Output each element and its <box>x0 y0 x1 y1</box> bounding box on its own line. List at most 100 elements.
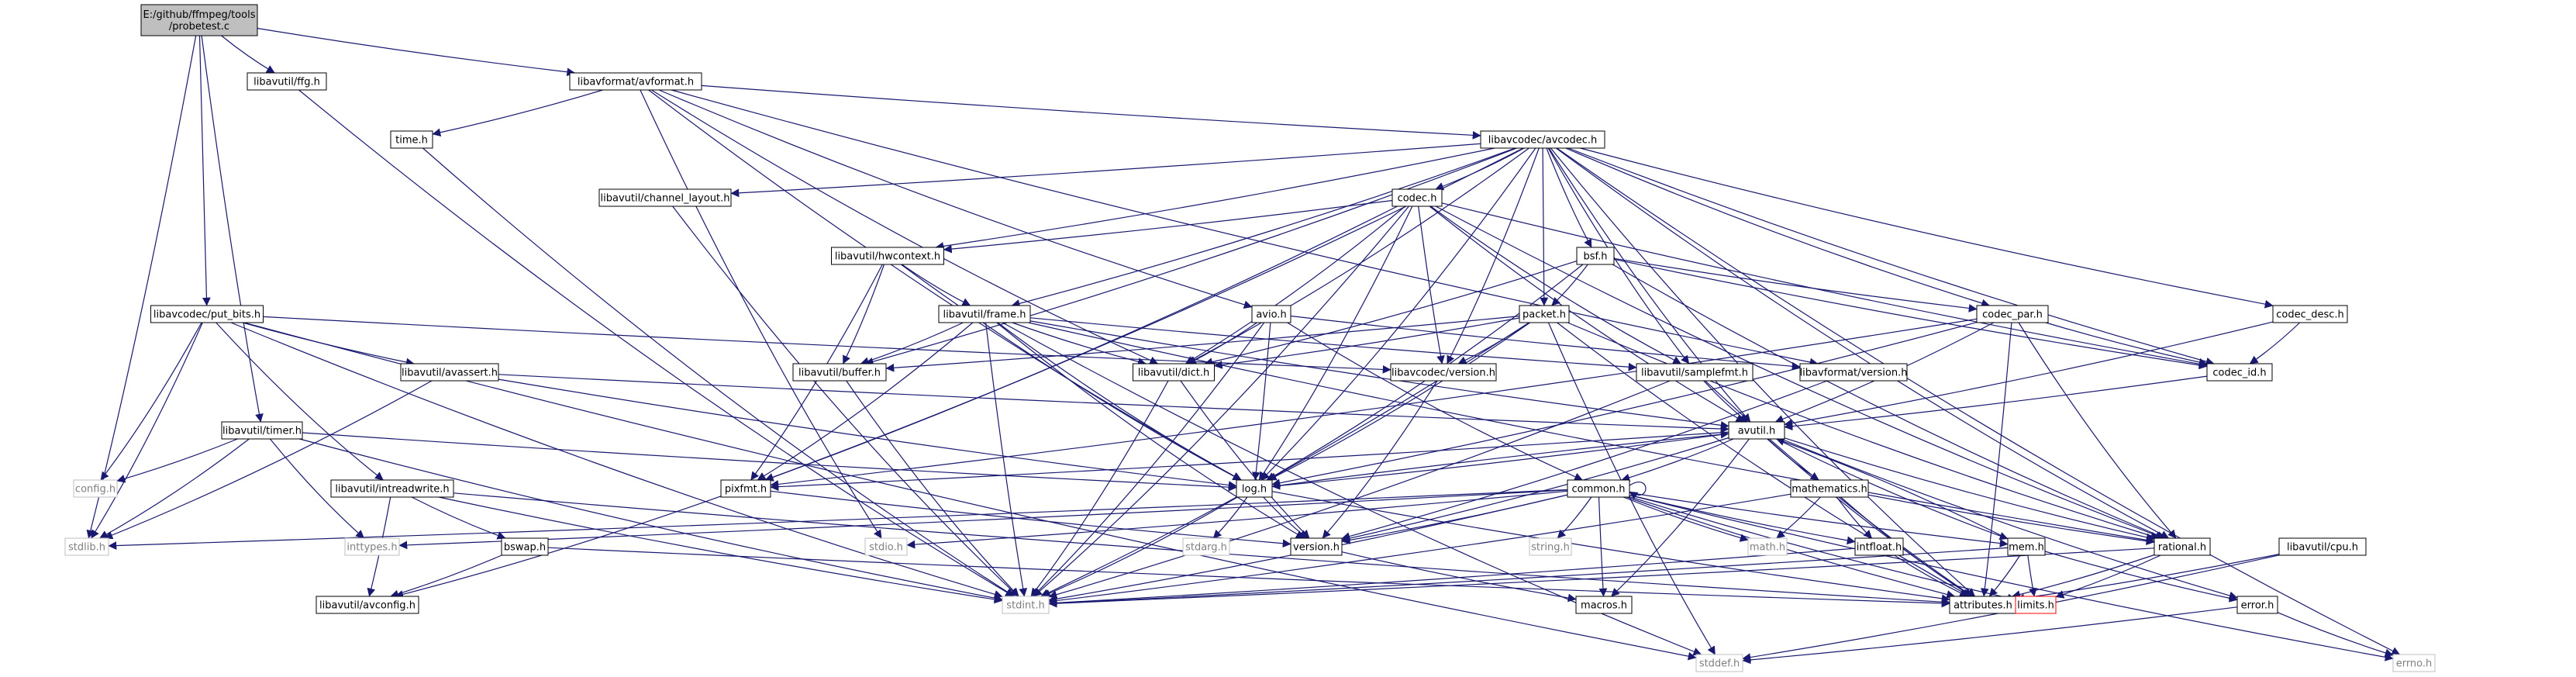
node-label-cpu: libavutil/cpu.h <box>2287 542 2358 554</box>
node-macros[interactable]: macros.h <box>1575 596 1633 614</box>
node-label-probetest: E:/github/ffmpeg/tools <box>143 9 256 21</box>
node-box-avconfig <box>316 596 419 614</box>
node-packet[interactable]: packet.h <box>1519 305 1570 323</box>
edge-codec_par-to-log <box>1271 322 1978 488</box>
edge-dict-to-version <box>1180 380 1310 539</box>
node-box-stdint <box>1002 596 1050 614</box>
node-label-intfloat: intfloat.h <box>1857 542 1902 554</box>
edge-frame-to-avutil <box>1029 320 1729 430</box>
edge-avcodec-to-packet <box>1540 147 1549 306</box>
edge-avassert-to-log <box>498 378 1237 489</box>
edge-avio-to-dict <box>1188 322 1257 364</box>
edge-version-to-macros <box>1341 551 1577 603</box>
node-put_bits[interactable]: libavcodec/put_bits.h <box>150 305 264 323</box>
node-bswap[interactable]: bswap.h <box>501 537 549 556</box>
node-avassert[interactable]: libavutil/avassert.h <box>400 363 499 382</box>
node-avcodec[interactable]: libavcodec/avcodec.h <box>1480 130 1605 149</box>
edge-bswap-to-attributes <box>547 547 1950 608</box>
node-mathematics[interactable]: mathematics.h <box>1790 479 1869 498</box>
node-samplefmt[interactable]: libavutil/samplefmt.h <box>1636 363 1754 382</box>
node-label-string: string.h <box>1531 542 1570 554</box>
node-box-limits <box>2015 596 2057 614</box>
node-label-log: log.h <box>1242 484 1267 496</box>
node-box-codec_id <box>2206 363 2273 382</box>
node-bsf[interactable]: bsf.h <box>1576 247 1615 265</box>
node-avformat[interactable]: libavformat/avformat.h <box>569 72 702 91</box>
node-version[interactable]: version.h <box>1290 537 1343 556</box>
node-ffg[interactable]: libavutil/ffg.h <box>247 72 327 91</box>
node-lf_version[interactable]: libavformat/version.h <box>1799 363 1908 382</box>
node-label-buffer: libavutil/buffer.h <box>798 368 881 379</box>
edge-packet-to-log <box>1267 322 1531 481</box>
node-label-stdint: stdint.h <box>1006 600 1044 612</box>
edge-common-to-common <box>1629 481 1647 500</box>
node-codec_par[interactable]: codec_par.h <box>1976 305 2049 323</box>
node-box-pixfmt <box>720 479 771 498</box>
edge-bsf-to-rational <box>1612 264 2166 540</box>
edge-avio-to-lf_version <box>1290 315 1801 371</box>
edge-mathematics-to-rational <box>1867 494 2155 546</box>
node-error[interactable]: error.h <box>2236 596 2278 614</box>
edge-packet-to-dict <box>1213 317 1520 369</box>
edge-error-to-errno <box>2277 612 2394 658</box>
node-box-error <box>2236 596 2278 614</box>
edge-common-to-intfloat <box>1629 494 1856 545</box>
edge-mathematics-to-math <box>1776 496 1821 539</box>
node-label-limits: limits.h <box>2017 600 2054 612</box>
edge-avcodec-to-codec_id <box>1567 147 2215 366</box>
node-cpu[interactable]: libavutil/cpu.h <box>2278 537 2367 556</box>
node-box-errno <box>2392 654 2436 672</box>
node-avconfig[interactable]: libavutil/avconfig.h <box>316 596 419 614</box>
node-pixfmt[interactable]: pixfmt.h <box>720 479 771 498</box>
node-box-stdarg <box>1182 537 1230 556</box>
edge-avcodec-to-buffer <box>864 147 1517 366</box>
node-timer[interactable]: libavutil/timer.h <box>221 421 303 440</box>
node-mem[interactable]: mem.h <box>2007 537 2046 556</box>
node-math: math.h <box>1747 537 1788 556</box>
node-box-channel_layout <box>598 188 732 207</box>
node-avio[interactable]: avio.h <box>1251 305 1291 323</box>
node-stdlib: stdlib.h <box>64 537 109 556</box>
edge-avutil-to-rational <box>1784 437 2155 542</box>
edge-hwcontext-to-frame <box>901 264 971 306</box>
node-buffer[interactable]: libavutil/buffer.h <box>792 363 887 382</box>
node-label-timer: libavutil/timer.h <box>222 426 302 437</box>
node-rational[interactable]: rational.h <box>2154 537 2211 556</box>
node-limits[interactable]: limits.h <box>2015 596 2057 614</box>
node-label-hwcontext: libavutil/hwcontext.h <box>835 251 940 263</box>
node-dict[interactable]: libavutil/dict.h <box>1133 363 1215 382</box>
node-time[interactable]: time.h <box>390 130 433 149</box>
node-hwcontext[interactable]: libavutil/hwcontext.h <box>831 247 944 265</box>
edge-log-to-version <box>1263 496 1308 539</box>
node-box-avutil <box>1728 421 1785 440</box>
node-label-lf_version: libavformat/version.h <box>1800 368 1908 379</box>
edge-mathematics-to-attributes <box>1840 496 1972 597</box>
node-codec_id[interactable]: codec_id.h <box>2206 363 2273 382</box>
node-avutil[interactable]: avutil.h <box>1728 421 1785 440</box>
node-attributes[interactable]: attributes.h <box>1949 596 2017 614</box>
node-probetest[interactable]: E:/github/ffmpeg/tools/probetest.c <box>140 4 258 36</box>
node-common[interactable]: common.h <box>1567 479 1630 498</box>
node-label-intreadwrite: libavutil/intreadwrite.h <box>335 484 449 496</box>
edge-avcodec-to-samplefmt <box>1547 147 1690 364</box>
node-intreadwrite[interactable]: libavutil/intreadwrite.h <box>330 479 454 498</box>
edge-timer-to-inttypes <box>269 438 365 539</box>
node-box-samplefmt <box>1636 363 1754 382</box>
edge-dict-to-stdint <box>1030 380 1169 597</box>
node-codec[interactable]: codec.h <box>1391 188 1443 207</box>
node-lc_version[interactable]: libavcodec/version.h <box>1390 363 1497 382</box>
node-label-ffg: libavutil/ffg.h <box>253 77 320 88</box>
edge-codec-to-lc_version <box>1418 206 1445 364</box>
edge-frame-to-stdint <box>985 322 1028 597</box>
edge-hwcontext-to-buffer <box>842 264 885 364</box>
node-label-config: config.h <box>75 484 116 496</box>
node-frame[interactable]: libavutil/frame.h <box>938 305 1031 323</box>
node-box-time <box>390 130 433 149</box>
node-log[interactable]: log.h <box>1236 479 1273 498</box>
node-config: config.h <box>73 479 118 498</box>
node-label-put_bits: libavcodec/put_bits.h <box>153 309 260 321</box>
node-channel_layout[interactable]: libavutil/channel_layout.h <box>598 188 732 207</box>
node-codec_desc[interactable]: codec_desc.h <box>2272 305 2348 323</box>
node-intfloat[interactable]: intfloat.h <box>1854 537 1904 556</box>
edge-avformat-to-avio <box>658 89 1253 309</box>
